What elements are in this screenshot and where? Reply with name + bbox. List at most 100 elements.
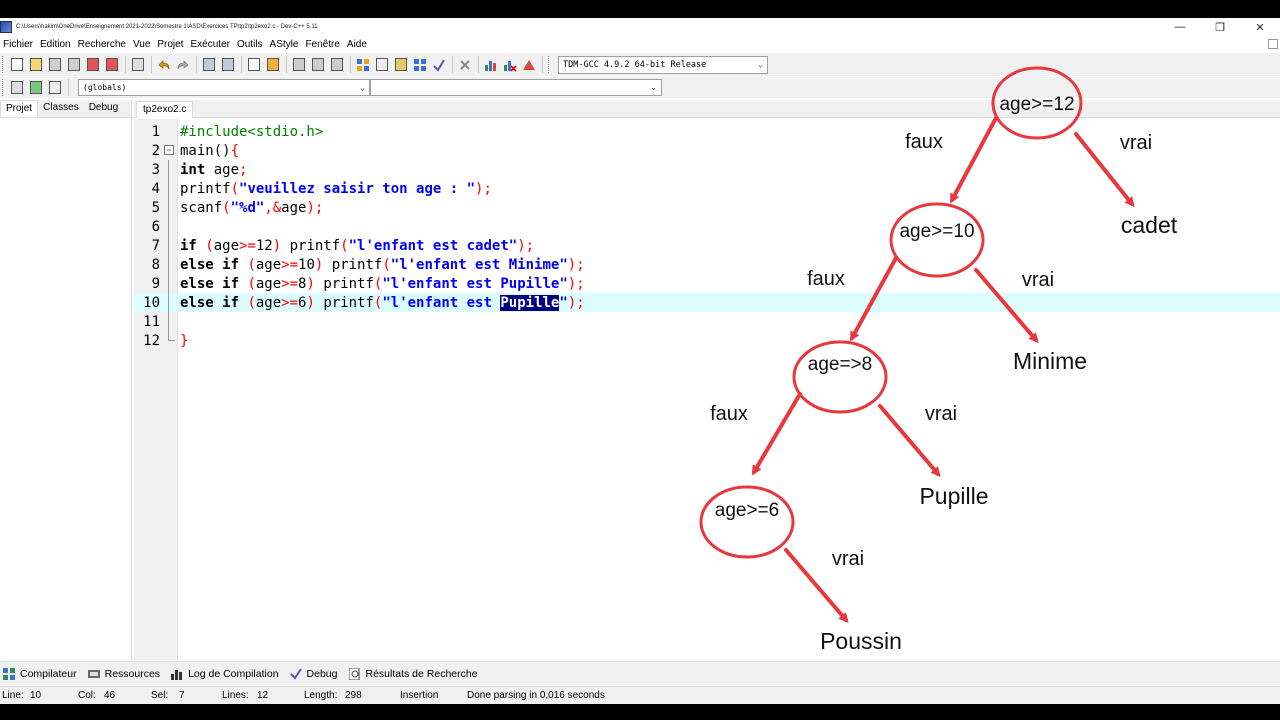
indent-button[interactable] xyxy=(290,56,308,74)
rebuild-all-button[interactable] xyxy=(411,56,429,74)
line-number: 9 xyxy=(151,275,160,292)
print-button[interactable] xyxy=(129,56,147,74)
label-vrai-3: vrai xyxy=(925,403,957,425)
code-line[interactable]: 3 int age; xyxy=(134,160,1280,179)
fold-collapse-icon[interactable]: − xyxy=(164,145,174,155)
tab-resultats-recherche[interactable]: Résultats de Recherche xyxy=(348,667,478,680)
code-line[interactable]: 11 xyxy=(134,312,1280,331)
menu-fichier[interactable]: Fichier xyxy=(3,39,34,50)
code-token: age xyxy=(255,256,282,273)
goto-declaration-icon[interactable] xyxy=(27,79,45,97)
menu-outils[interactable]: Outils xyxy=(236,39,263,50)
line-number: 10 xyxy=(143,294,160,311)
tab-projet[interactable]: Projet xyxy=(0,100,39,117)
tab-compilateur[interactable]: Compilateur xyxy=(2,667,77,680)
unindent-button[interactable] xyxy=(309,56,327,74)
code-editor[interactable]: 1 #include<stdio.h> 2 − main(){ 3 int ag… xyxy=(134,119,1280,660)
menu-recherche[interactable]: Recherche xyxy=(77,39,126,50)
replace-button[interactable] xyxy=(219,56,237,74)
code-token: ( xyxy=(239,294,256,311)
code-token: >= xyxy=(281,256,299,273)
node-age6: age>=6 xyxy=(715,500,779,521)
resources-icon xyxy=(87,667,101,680)
status-col: 46 xyxy=(104,690,116,701)
code-line[interactable]: 6 xyxy=(134,217,1280,236)
open-file-button[interactable] xyxy=(27,56,45,74)
tab-classes[interactable]: Classes xyxy=(43,102,79,113)
find-button[interactable] xyxy=(200,56,218,74)
node-circle-age6 xyxy=(699,485,795,559)
edge-faux-3 xyxy=(751,392,802,476)
line-number: 1 xyxy=(151,123,160,140)
tab-debug[interactable]: Debug xyxy=(88,102,119,113)
menu-projet[interactable]: Projet xyxy=(157,39,184,50)
code-token: printf xyxy=(289,237,341,254)
edge-faux-1 xyxy=(950,116,998,204)
scope-select[interactable]: (globals) ⌄ xyxy=(78,79,370,96)
line-number: 7 xyxy=(151,237,160,254)
menu-edition[interactable]: Edition xyxy=(40,39,71,50)
compile-button[interactable] xyxy=(354,56,372,74)
code-line[interactable]: 2 − main(){ xyxy=(134,141,1280,160)
tab-file-tp2exo2[interactable]: tp2exo2.c xyxy=(136,101,194,118)
undo-button[interactable] xyxy=(155,56,173,74)
code-token: } xyxy=(180,332,189,349)
toolbar-grip[interactable] xyxy=(2,56,5,73)
insert-icon[interactable] xyxy=(8,79,26,97)
toggle-bookmark-icon[interactable] xyxy=(46,79,64,97)
close-all-button[interactable] xyxy=(103,56,121,74)
code-token: else if xyxy=(180,256,240,273)
tab-label: Debug xyxy=(306,667,338,680)
compiler-select[interactable]: TDM-GCC 4.9.2 64-bit Release ⌄ xyxy=(558,55,768,74)
redo-button[interactable] xyxy=(174,56,192,74)
bookmark-button[interactable] xyxy=(264,56,282,74)
tab-log-compilation[interactable]: Log de Compilation xyxy=(170,667,279,680)
menu-aide[interactable]: Aide xyxy=(346,39,367,50)
new-file-button[interactable] xyxy=(8,56,26,74)
code-token: int xyxy=(180,161,206,178)
delete-profile-icon[interactable] xyxy=(501,56,519,74)
check-icon xyxy=(289,667,303,680)
save-all-button[interactable] xyxy=(65,56,83,74)
chevron-down-icon: ⌄ xyxy=(650,83,657,92)
search-results-icon xyxy=(348,667,362,680)
debug-icon[interactable] xyxy=(520,56,538,74)
code-line[interactable]: 9 else if (age>=8) printf("l'enfant est … xyxy=(134,274,1280,293)
maximize-button[interactable]: ❐ xyxy=(1215,21,1225,34)
line-number: 5 xyxy=(151,199,160,216)
menu-fenetre[interactable]: Fenêtre xyxy=(305,39,340,50)
close-button[interactable]: ✕ xyxy=(1255,21,1265,34)
toolbar-grip[interactable] xyxy=(548,56,551,73)
code-line[interactable]: 7 if (age>=12) printf("l'enfant est cade… xyxy=(134,236,1280,255)
profile-chart-icon[interactable] xyxy=(482,56,500,74)
syntax-check-icon[interactable] xyxy=(430,56,448,74)
code-line[interactable]: 12 } xyxy=(134,331,1280,350)
code-line[interactable]: 5 scanf("%d",&age); xyxy=(134,198,1280,217)
code-line[interactable]: 1 #include<stdio.h> xyxy=(134,122,1280,141)
code-line[interactable]: 8 else if (age>=10) printf("l'enfant est… xyxy=(134,255,1280,274)
close-file-button[interactable] xyxy=(84,56,102,74)
tab-ressources[interactable]: Ressources xyxy=(87,667,160,680)
status-bar: Line: 10 Col: 46 Sel: 7 Lines: 12 Length… xyxy=(0,686,1280,704)
menu-astyle[interactable]: AStyle xyxy=(269,39,299,50)
compile-run-button[interactable] xyxy=(392,56,410,74)
stop-execution-icon[interactable] xyxy=(456,56,474,74)
code-line[interactable]: 4 printf("veuillez saisir ton age : "); xyxy=(134,179,1280,198)
members-select[interactable]: ⌄ xyxy=(370,79,662,96)
toggle-comment-button[interactable] xyxy=(328,56,346,74)
save-button[interactable] xyxy=(46,56,64,74)
run-button[interactable] xyxy=(373,56,391,74)
minimize-button[interactable]: — xyxy=(1174,21,1186,33)
current-code-line[interactable]: 10 else if (age>=6) printf("l'enfant est… xyxy=(134,293,1280,312)
goto-line-button[interactable] xyxy=(245,56,263,74)
code-token: "l'enfant est cadet" xyxy=(348,237,518,254)
menu-scroll-icon[interactable] xyxy=(1268,39,1278,49)
devcpp-app-icon xyxy=(0,21,12,33)
toolbar-grip[interactable] xyxy=(2,79,5,96)
tab-debug-output[interactable]: Debug xyxy=(289,667,338,680)
edge-vrai-2 xyxy=(974,268,1039,344)
code-token: ( xyxy=(373,275,383,292)
menu-vue[interactable]: Vue xyxy=(132,39,151,50)
menu-executer[interactable]: Exécuter xyxy=(190,39,230,50)
